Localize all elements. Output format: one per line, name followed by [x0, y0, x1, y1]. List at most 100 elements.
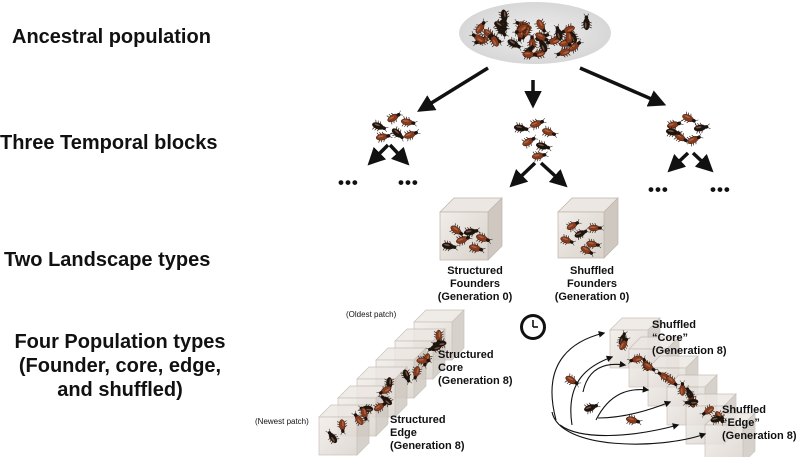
population-types-line1: Four Population types	[14, 331, 226, 353]
beetle-icon	[513, 122, 531, 134]
beetle-icon	[627, 353, 643, 365]
beetle-icon	[564, 373, 582, 388]
ancestral-beetle-cluster	[469, 9, 592, 60]
beetle-icon	[498, 9, 510, 27]
arrow-left-split-a	[367, 143, 390, 166]
beetle-icon	[325, 428, 340, 445]
arrow-mid-split-a	[509, 161, 537, 188]
row-label-ancestral: Ancestral population	[12, 26, 211, 48]
shuffled-founders-patch-box	[557, 197, 619, 259]
shuffled-dispersal-arrows	[551, 331, 707, 445]
beetle-icon	[542, 125, 559, 139]
newest-patch-label: (Newest patch)	[255, 417, 309, 426]
beetle-icon	[553, 45, 571, 59]
beetle-icon	[512, 21, 529, 37]
beetle-icon	[642, 360, 658, 374]
oldest-patch-label: (Oldest patch)	[346, 310, 397, 319]
beetle-icon	[468, 241, 486, 254]
beetle-icon	[567, 38, 584, 54]
row-label-landscape-types: Two Landscape types	[4, 249, 211, 271]
arrow-right-split-b	[691, 151, 714, 173]
beetle-icon	[579, 243, 596, 257]
beetle-icon	[682, 396, 699, 408]
beetle-icon	[699, 404, 716, 418]
beetle-icon	[487, 30, 502, 48]
beetle-icon	[400, 116, 418, 128]
beetle-icon	[463, 226, 481, 238]
beetle-icon	[565, 219, 582, 233]
temporal-block-right-beetles	[665, 111, 711, 147]
temporal-block-middle-beetles	[513, 117, 559, 162]
beetle-icon	[404, 128, 421, 142]
beetle-icon	[449, 223, 466, 239]
shuffled-core-label: Shuffled “Core” (Generation 8)	[652, 319, 727, 357]
population-types-line2: (Founder, core, edge,	[18, 355, 222, 377]
beetle-icon	[473, 18, 488, 35]
shuffled-dispersing-beetles	[564, 373, 643, 426]
beetle-icon	[336, 419, 348, 435]
beetle-icon	[584, 401, 601, 415]
beetle-icon	[563, 32, 575, 49]
shuffled-founders-label: Shuffled Founders (Generation 0)	[554, 265, 630, 303]
row-label-temporal-blocks: Three Temporal blocks	[0, 132, 218, 154]
beetle-icon	[375, 131, 393, 143]
arrow-mid-split-b	[539, 161, 568, 188]
clock-icon	[520, 314, 546, 340]
beetle-icon	[386, 110, 404, 125]
beetle-icon	[693, 122, 711, 134]
arrow-left-split-b	[388, 143, 410, 166]
arrow-to-block-left	[417, 66, 489, 112]
beetle-icon	[617, 335, 631, 351]
ellipsis-left-a: •••	[338, 173, 359, 192]
beetle-icon	[522, 48, 540, 60]
beetle-icon	[506, 36, 524, 51]
arrow-to-block-right	[579, 66, 667, 107]
beetle-icon	[666, 119, 684, 132]
beetle-icon	[710, 414, 727, 426]
structured-edge-label: Structured Edge (Generation 8)	[390, 414, 465, 452]
row-label-population-types: Four Population types (Founder, core, ed…	[0, 330, 240, 402]
beetle-icon	[351, 410, 366, 427]
beetle-icon	[560, 234, 576, 246]
beetle-icon	[493, 18, 510, 34]
beetle-icon	[373, 400, 389, 414]
shuffled-edge-label: Shuffled “Edge” (Generation 8)	[722, 404, 797, 442]
beetle-icon	[664, 374, 680, 389]
temporal-block-left-beetles	[372, 110, 421, 143]
beetle-icon	[686, 133, 704, 147]
patch-box-icon	[439, 197, 503, 261]
beetle-icon	[411, 366, 423, 382]
beetle-icon	[531, 150, 549, 162]
ellipsis-left-b: •••	[398, 173, 419, 192]
beetle-icon	[376, 383, 393, 397]
beetle-icon	[535, 139, 553, 152]
population-types-line3: and shuffled)	[57, 379, 183, 401]
beetle-icon	[530, 117, 547, 131]
structured-patch-chain	[318, 309, 465, 456]
beetle-icon	[390, 126, 407, 142]
ellipsis-right-a: •••	[648, 180, 669, 199]
ellipsis-right-b: •••	[710, 180, 731, 199]
beetle-icon	[681, 111, 699, 125]
beetle-icon	[416, 355, 433, 366]
beetle-icon	[581, 13, 592, 31]
beetle-icon	[625, 413, 643, 426]
beetle-icon	[521, 134, 539, 149]
beetle-icon	[441, 240, 459, 252]
structured-founders-label: Structured Founders (Generation 0)	[437, 265, 513, 303]
beetle-icon	[588, 223, 604, 233]
structured-founders-patch-box	[439, 197, 503, 261]
beetle-icon	[665, 126, 683, 138]
structured-core-label: Structured Core (Generation 8)	[438, 349, 513, 387]
beetle-icon	[469, 30, 486, 46]
beetle-icon	[574, 227, 590, 241]
arrow-right-split-a	[667, 151, 690, 173]
beetle-icon	[358, 407, 370, 423]
beetle-icon	[372, 119, 389, 133]
beetle-icon	[553, 23, 566, 41]
beetle-icon	[534, 18, 549, 36]
beetle-icon	[400, 369, 413, 385]
beetle-icon	[476, 231, 493, 245]
shuffled-patch-chain	[609, 317, 756, 457]
